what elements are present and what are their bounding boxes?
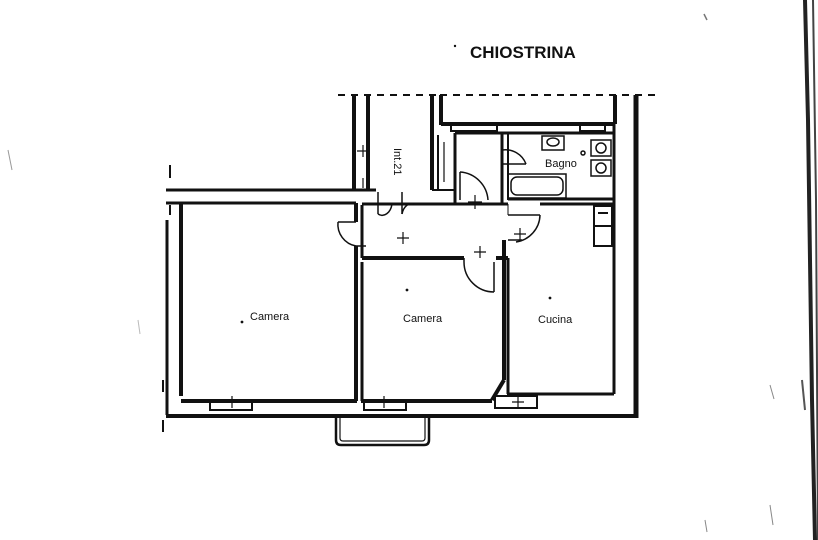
room-label-camera-left: Camera — [250, 311, 290, 323]
light-points — [226, 142, 552, 408]
room-label-camera-center: Camera — [403, 313, 443, 325]
kitchen-counter — [593, 205, 613, 247]
room-label-cucina: Cucina — [538, 314, 573, 326]
left-dashed-markers — [162, 165, 171, 432]
title-dot — [453, 44, 457, 48]
balcony — [334, 416, 431, 447]
windows — [209, 123, 606, 411]
courtyard-title: CHIOSTRINA — [470, 43, 576, 62]
scan-edge — [7, 0, 818, 540]
bathtub — [507, 173, 567, 199]
unit-number-label: Int.21 — [391, 148, 403, 176]
room-label-bagno: Bagno — [545, 158, 577, 170]
doors — [337, 148, 541, 293]
bathroom-fixtures — [541, 135, 612, 177]
